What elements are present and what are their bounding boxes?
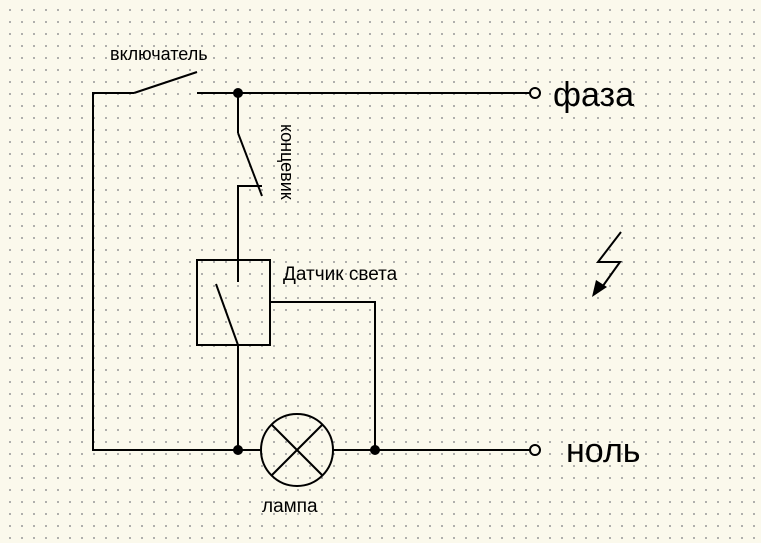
phase-label: фаза xyxy=(553,76,634,114)
lamp-icon xyxy=(260,413,334,487)
main-switch-blade xyxy=(133,71,198,94)
phase-terminal-icon xyxy=(529,87,541,99)
sensor-output-wire xyxy=(270,301,376,450)
junction-dot-lamp-right xyxy=(370,445,380,455)
limit-to-sensor-wire xyxy=(237,185,262,282)
sensor-switch-blade xyxy=(215,283,239,346)
junction-dot-lamp-left xyxy=(233,445,243,455)
neutral-label: ноль xyxy=(566,432,641,470)
lightning-arrow-icon xyxy=(592,231,622,297)
limit-switch-label: концевик xyxy=(277,124,297,200)
neutral-terminal-icon xyxy=(529,444,541,456)
light-sensor-label: Датчик света xyxy=(283,264,398,285)
lamp-label: лампа xyxy=(262,496,318,517)
main-switch-label: включатель xyxy=(110,44,208,64)
left-wire xyxy=(92,92,260,451)
